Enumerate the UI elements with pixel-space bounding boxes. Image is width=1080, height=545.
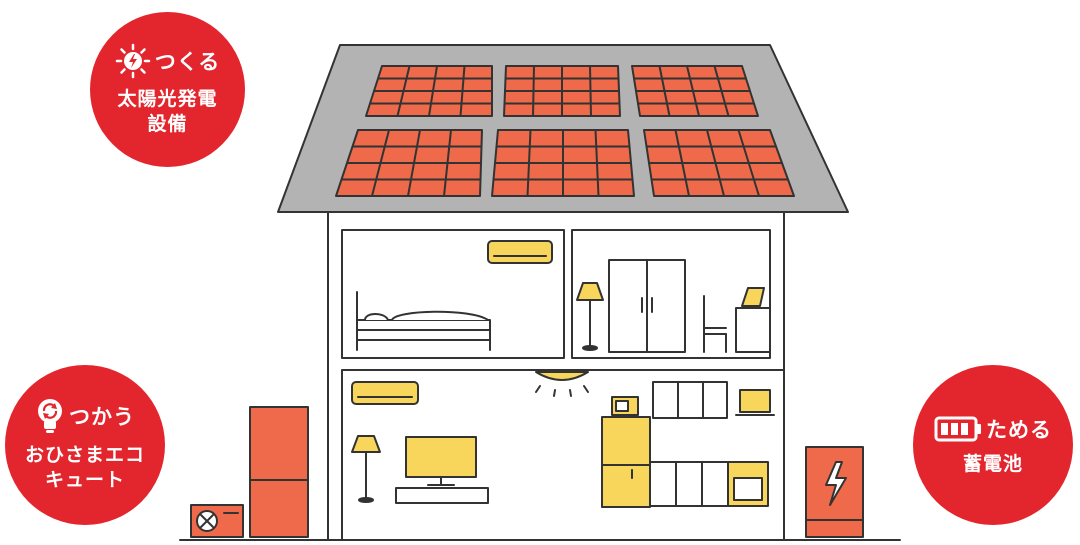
- badge-use-verb: つかう: [69, 405, 135, 430]
- solar-cell-line: [594, 129, 600, 197]
- air-conditioner-upstairs: [487, 240, 553, 264]
- desk: [735, 307, 771, 353]
- solar-cell-line: [459, 65, 466, 117]
- badge-store-verb: ためる: [986, 417, 1052, 442]
- badge-store: ためる 蓄電池: [913, 365, 1073, 525]
- badge-use: つかう おひさまエコ キュート: [5, 365, 165, 525]
- floor-lamp-upstairs: [576, 282, 604, 351]
- wardrobe: [608, 259, 686, 353]
- badge-use-label-line1: おひさまエコ: [24, 444, 145, 467]
- laptop-upstairs: [741, 287, 765, 307]
- sun-lightning-icon: [115, 43, 150, 79]
- badge-make-verb: つくる: [154, 49, 221, 74]
- badge-make-label-line1: 太陽光発電: [117, 87, 218, 110]
- laptop-downstairs: [735, 389, 775, 416]
- floor-lamp-downstairs: [351, 435, 381, 503]
- kitchen-upper-cabinets: [652, 381, 728, 419]
- television: [395, 436, 489, 504]
- eco-cute-heat-pump: [190, 504, 244, 538]
- solar-cell-line: [737, 129, 760, 197]
- eco-cute-tank: [249, 406, 309, 538]
- badge-use-label-line2: キュート: [44, 469, 125, 491]
- storage-battery-unit: [805, 446, 864, 538]
- kitchen-lower-cabinets: [649, 461, 729, 507]
- air-conditioner-downstairs: [351, 381, 419, 405]
- solar-panels: [335, 65, 795, 197]
- badge-make: つくる 太陽光発電 設備: [90, 12, 245, 167]
- battery-icon: [934, 416, 981, 442]
- solar-cell-line: [443, 129, 452, 197]
- ceiling-light: [535, 371, 589, 397]
- microwave: [611, 396, 639, 416]
- badge-store-label-line1: 蓄電池: [962, 452, 1023, 475]
- solar-cell-line: [589, 65, 592, 117]
- bed: [356, 291, 491, 351]
- refrigerator: [601, 416, 651, 508]
- chair: [703, 295, 727, 353]
- solar-cell-line: [713, 65, 730, 117]
- lightbulb-icon: [38, 399, 62, 434]
- badge-make-label-line2: 設備: [147, 112, 188, 135]
- oven: [727, 461, 769, 507]
